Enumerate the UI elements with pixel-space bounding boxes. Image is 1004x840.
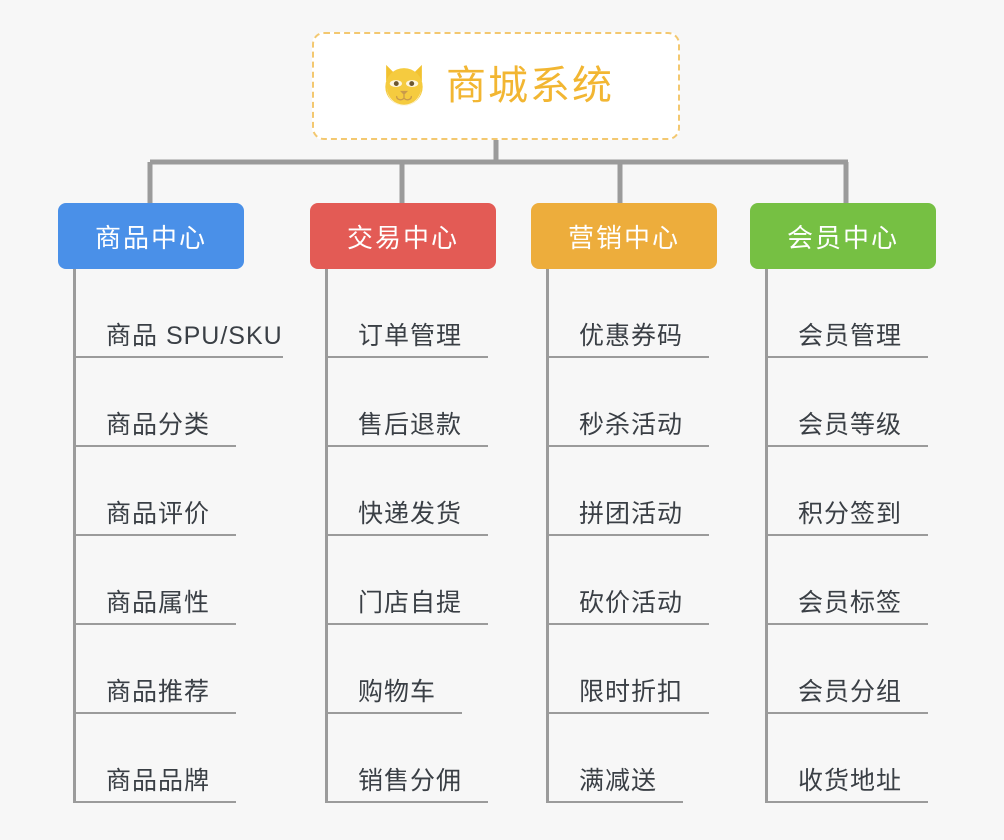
leaf-item[interactable]: 会员分组 [768, 625, 954, 714]
leaf-item[interactable]: 商品推荐 [76, 625, 258, 714]
leaf-item[interactable]: 快递发货 [328, 447, 488, 536]
leaf-item[interactable]: 商品属性 [76, 536, 258, 625]
leaf-label: 会员等级 [798, 411, 903, 439]
leaf-label: 商品品牌 [106, 767, 211, 795]
root-node-mall-system[interactable]: 商城系统 [312, 32, 680, 140]
root-node-label: 商城系统 [446, 64, 614, 108]
leaf-label: 商品属性 [106, 589, 211, 617]
leaf-list-product-center: 商品 SPU/SKU 商品分类 商品评价 商品属性 商品推荐 [73, 269, 283, 803]
branch-column-marketing-center: 营销中心 优惠券码 秒杀活动 拼团活动 砍价活动 [478, 203, 717, 803]
branch-columns: 商品中心 商品 SPU/SKU 商品分类 商品评价 商品属性 [0, 203, 1004, 803]
leaf-item[interactable]: 商品 SPU/SKU [76, 269, 283, 358]
category-box-product-center[interactable]: 商品中心 [58, 203, 244, 269]
leaf-underline [76, 623, 236, 625]
leaf-item[interactable]: 积分签到 [768, 447, 954, 536]
leaf-item[interactable]: 商品品牌 [76, 714, 258, 803]
leaf-label: 销售分佣 [358, 767, 463, 795]
leaf-label: 快递发货 [358, 500, 463, 528]
category-label: 会员中心 [786, 222, 899, 253]
leaf-label: 砍价活动 [579, 589, 684, 617]
category-label: 营销中心 [567, 222, 680, 253]
leaf-label: 满减送 [579, 767, 658, 795]
branch-column-product-center: 商品中心 商品 SPU/SKU 商品分类 商品评价 商品属性 [0, 203, 283, 803]
leaf-item[interactable]: 优惠券码 [549, 269, 709, 358]
leaf-item[interactable]: 会员标签 [768, 536, 954, 625]
leaf-item[interactable]: 收货地址 [768, 714, 954, 803]
leaf-underline [549, 801, 683, 803]
leaf-underline [549, 356, 709, 358]
leaf-underline [549, 534, 709, 536]
leaf-underline [76, 356, 283, 358]
category-label: 交易中心 [346, 222, 459, 253]
leaf-label: 收货地址 [798, 767, 903, 795]
leaf-underline [328, 801, 488, 803]
leaf-underline [328, 623, 488, 625]
leaf-label: 秒杀活动 [579, 411, 684, 439]
leaf-item[interactable]: 限时折扣 [549, 625, 709, 714]
leaf-item[interactable]: 会员管理 [768, 269, 954, 358]
leaf-item[interactable]: 会员等级 [768, 358, 954, 447]
leaf-label: 会员标签 [798, 589, 903, 617]
branch-column-trade-center: 交易中心 订单管理 售后退款 快递发货 门店自提 [258, 203, 496, 803]
leaf-item[interactable]: 订单管理 [328, 269, 488, 358]
leaf-item[interactable]: 秒杀活动 [549, 358, 709, 447]
leaf-underline [549, 712, 709, 714]
leaf-underline [76, 534, 236, 536]
branch-column-member-center: 会员中心 会员管理 会员等级 积分签到 会员标签 [698, 203, 954, 803]
category-box-marketing-center[interactable]: 营销中心 [531, 203, 717, 269]
leaf-label: 商品评价 [106, 500, 211, 528]
leaf-label: 会员分组 [798, 678, 903, 706]
leaf-label: 购物车 [358, 678, 437, 706]
leaf-underline [76, 445, 236, 447]
leaf-label: 商品 SPU/SKU [106, 322, 283, 350]
leaf-underline [549, 623, 709, 625]
leaf-label: 商品分类 [106, 411, 211, 439]
leaf-underline [768, 445, 928, 447]
leaf-underline [549, 445, 709, 447]
leaf-label: 限时折扣 [579, 678, 684, 706]
leaf-underline [328, 712, 462, 714]
leaf-label: 拼团活动 [579, 500, 684, 528]
leaf-label: 售后退款 [358, 411, 463, 439]
leaf-underline [768, 356, 928, 358]
category-label: 商品中心 [94, 222, 207, 253]
leaf-item[interactable]: 购物车 [328, 625, 478, 714]
leaf-item[interactable]: 销售分佣 [328, 714, 488, 803]
leaf-underline [768, 623, 928, 625]
leaf-underline [328, 445, 488, 447]
leaf-underline [768, 801, 928, 803]
leaf-item[interactable]: 售后退款 [328, 358, 488, 447]
leaf-item[interactable]: 满减送 [549, 714, 698, 803]
leaf-label: 积分签到 [798, 500, 903, 528]
leaf-list-marketing-center: 优惠券码 秒杀活动 拼团活动 砍价活动 限时折扣 [546, 269, 709, 803]
leaf-underline [76, 801, 236, 803]
leaf-label: 会员管理 [798, 322, 903, 350]
leaf-label: 商品推荐 [106, 678, 211, 706]
shiba-dog-face-icon [385, 64, 423, 108]
leaf-underline [76, 712, 236, 714]
leaf-item[interactable]: 商品评价 [76, 447, 258, 536]
category-box-trade-center[interactable]: 交易中心 [310, 203, 496, 269]
leaf-list-member-center: 会员管理 会员等级 积分签到 会员标签 会员分组 [765, 269, 954, 803]
leaf-underline [768, 712, 928, 714]
category-box-member-center[interactable]: 会员中心 [750, 203, 936, 269]
leaf-list-trade-center: 订单管理 售后退款 快递发货 门店自提 购物车 [325, 269, 488, 803]
leaf-underline [768, 534, 928, 536]
leaf-label: 订单管理 [358, 322, 463, 350]
leaf-item[interactable]: 商品分类 [76, 358, 258, 447]
leaf-underline [328, 356, 488, 358]
leaf-underline [328, 534, 488, 536]
leaf-item[interactable]: 门店自提 [328, 536, 488, 625]
leaf-item[interactable]: 拼团活动 [549, 447, 709, 536]
leaf-item[interactable]: 砍价活动 [549, 536, 709, 625]
leaf-label: 门店自提 [358, 589, 463, 617]
leaf-label: 优惠券码 [579, 322, 684, 350]
